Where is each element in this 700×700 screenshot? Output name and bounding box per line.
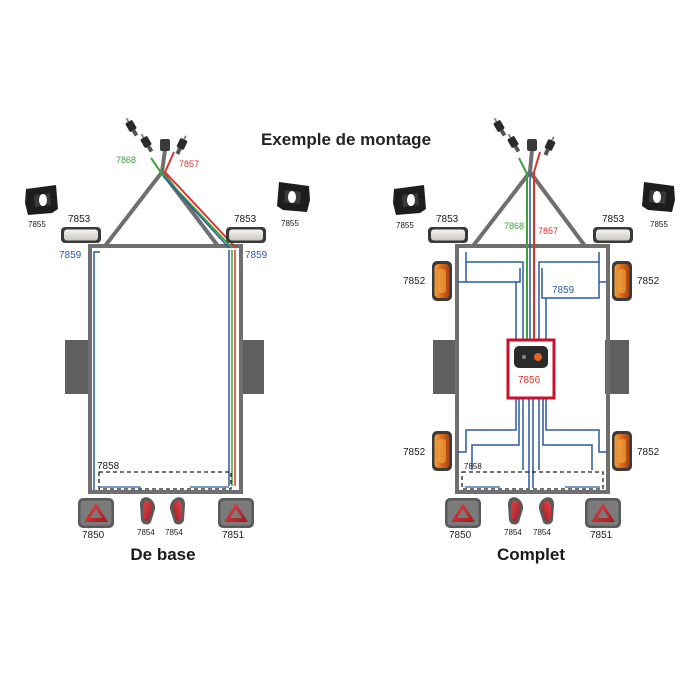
rear-cable-label: 7858 xyxy=(97,461,120,472)
drawbar xyxy=(471,168,587,248)
side-marker-front-right-label: 7852 xyxy=(637,276,660,287)
rear-light-left-label: 7850 xyxy=(449,530,472,541)
rear-cable-label: 7858 xyxy=(464,462,482,471)
rear-light-right xyxy=(218,498,254,528)
bracket-left-label: 7855 xyxy=(28,220,46,229)
rear-light-left-label: 7850 xyxy=(82,530,105,541)
trailer-frame xyxy=(455,244,610,494)
green-cable-label: 7868 xyxy=(504,221,524,231)
left-wheel xyxy=(65,340,89,394)
diagram-title: Exemple de montage xyxy=(261,130,431,149)
front-lamp-left-label: 7853 xyxy=(68,214,91,225)
bracket-right xyxy=(277,182,310,212)
reflector-right-label: 7854 xyxy=(165,528,183,537)
red-cable-label: 7857 xyxy=(538,226,558,236)
green-plug xyxy=(491,116,508,138)
rear-light-right xyxy=(585,498,621,528)
reflector-right xyxy=(169,497,185,525)
reflector-left xyxy=(140,497,156,525)
side-marker-front-right xyxy=(612,261,632,301)
bracket-right xyxy=(642,182,675,212)
rear-cable xyxy=(98,471,232,490)
red-cable xyxy=(163,151,237,249)
front-lamp-right-label: 7853 xyxy=(234,214,257,225)
base-layout: 7868 7857 7855 7855 7853 7853 7859 7859 … xyxy=(25,116,310,564)
wiring-network xyxy=(458,252,606,488)
bracket-right-label: 7855 xyxy=(281,219,299,228)
reflector-left-label: 7854 xyxy=(504,528,522,537)
reflector-left xyxy=(508,497,524,525)
red-cable xyxy=(533,151,541,340)
side-marker-rear-right xyxy=(612,431,632,471)
drawbar xyxy=(103,168,220,248)
bracket-right-label: 7855 xyxy=(650,220,668,229)
front-lamp-left-label: 7853 xyxy=(436,214,459,225)
rear-light-left xyxy=(78,498,114,528)
side-cable xyxy=(93,251,100,490)
reflector-left-label: 7854 xyxy=(137,528,155,537)
green-plug xyxy=(123,116,140,138)
right-wheel xyxy=(240,340,264,394)
cable-left-label: 7859 xyxy=(59,250,82,261)
rear-light-right-label: 7851 xyxy=(222,530,245,541)
rear-light-left xyxy=(445,498,481,528)
green-cable xyxy=(150,157,233,249)
bracket-left xyxy=(393,185,426,215)
reflector-right-label: 7854 xyxy=(533,528,551,537)
side-marker-rear-left-label: 7852 xyxy=(403,447,426,458)
front-lamp-right xyxy=(593,227,633,243)
front-lamp-right xyxy=(226,227,266,243)
reflector-right xyxy=(538,497,554,525)
junction-box-label: 7856 xyxy=(518,375,541,386)
bracket-left-label: 7855 xyxy=(396,221,414,230)
junction-box-body xyxy=(514,346,548,368)
complete-caption: Complet xyxy=(497,545,565,564)
front-lamp-left xyxy=(428,227,468,243)
side-marker-rear-left xyxy=(432,431,452,471)
cable-right-label: 7859 xyxy=(245,250,268,261)
side-marker-front-left-label: 7852 xyxy=(403,276,426,287)
side-marker-rear-right-label: 7852 xyxy=(637,447,660,458)
left-wheel xyxy=(433,340,457,394)
rear-light-right-label: 7851 xyxy=(590,530,613,541)
cable-blue-label: 7859 xyxy=(552,285,575,296)
red-cable-label: 7857 xyxy=(179,159,199,169)
side-marker-front-left xyxy=(432,261,452,301)
front-lamp-right-label: 7853 xyxy=(602,214,625,225)
rear-cable xyxy=(461,471,604,490)
front-lamp-left xyxy=(61,227,101,243)
red-plug xyxy=(541,135,558,157)
green-cable xyxy=(518,157,528,340)
bracket-left xyxy=(25,185,58,215)
complete-layout: 7868 7857 7855 7855 7853 7853 7852 7852 … xyxy=(393,116,675,564)
trailer-frame xyxy=(88,244,243,494)
green-cable-label: 7868 xyxy=(116,155,136,165)
base-caption: De base xyxy=(130,545,195,564)
red-plug xyxy=(173,134,190,156)
plug-connector xyxy=(138,132,155,154)
plug-connector xyxy=(505,132,522,154)
